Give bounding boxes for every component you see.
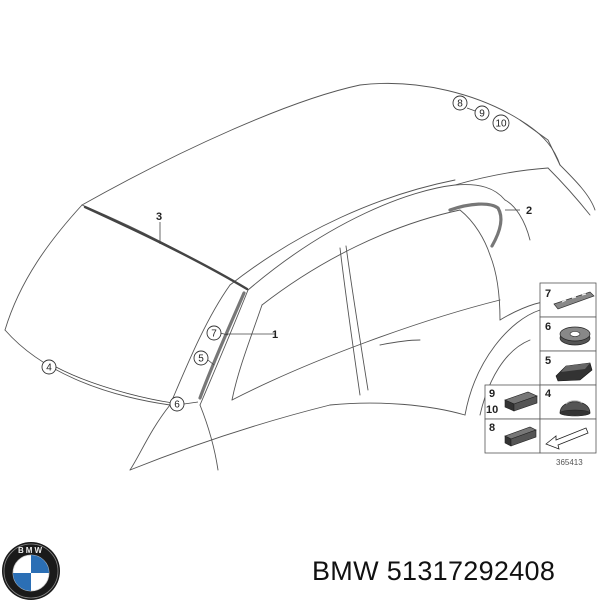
brand-name: BMW [312,556,379,586]
bmw-logo: BMW [2,542,60,600]
callout-10: 10 [495,119,507,130]
callout-circle-8 [452,95,468,111]
legend-num-4: 4 [545,388,552,400]
callout-circle-6 [169,396,185,412]
callout-circle-10 [492,114,510,132]
rear-window-trim [448,202,503,248]
rubber-strip-icon [504,426,537,447]
legend-num-10: 10 [486,404,498,416]
windshield-moulding [83,205,249,291]
callout-7: 7 [211,329,217,340]
part-number: 51317292408 [386,556,556,586]
callout-3: 3 [156,211,162,223]
foam-block-icon [504,391,538,412]
legend-num-6: 6 [545,321,551,333]
callout-5: 5 [198,354,204,365]
legend-num-8: 8 [489,422,495,434]
a-pillar-trim [198,291,246,400]
leader-lines [55,107,520,405]
callout-1: 1 [272,329,278,341]
brand-part-number: BMW 51317292408 [312,556,555,587]
arrow-icon [545,427,589,450]
callout-9: 9 [479,109,485,120]
pad-icon [555,362,593,382]
callout-6: 6 [174,400,180,411]
legend-num-5: 5 [545,355,551,367]
legend-num-9: 9 [489,388,495,400]
callout-4: 4 [46,363,52,374]
logo-text: BMW [18,546,44,555]
callout-circle-5 [193,350,209,366]
diagram-id: 365413 [556,458,583,467]
callout-8: 8 [457,99,463,110]
parts-legend: 7 6 5 9 10 4 [484,282,597,467]
grommet-icon [559,326,591,346]
callout-circle-7 [206,325,222,341]
callout-circle-9 [474,105,490,121]
clip-strip-icon [553,291,595,310]
legend-num-7: 7 [545,288,551,300]
callouts: 3 1 2 7 5 4 6 8 9 10 [41,95,532,412]
dome-cap-icon [559,400,591,417]
callout-2: 2 [526,205,532,217]
callout-circle-4 [41,359,57,375]
